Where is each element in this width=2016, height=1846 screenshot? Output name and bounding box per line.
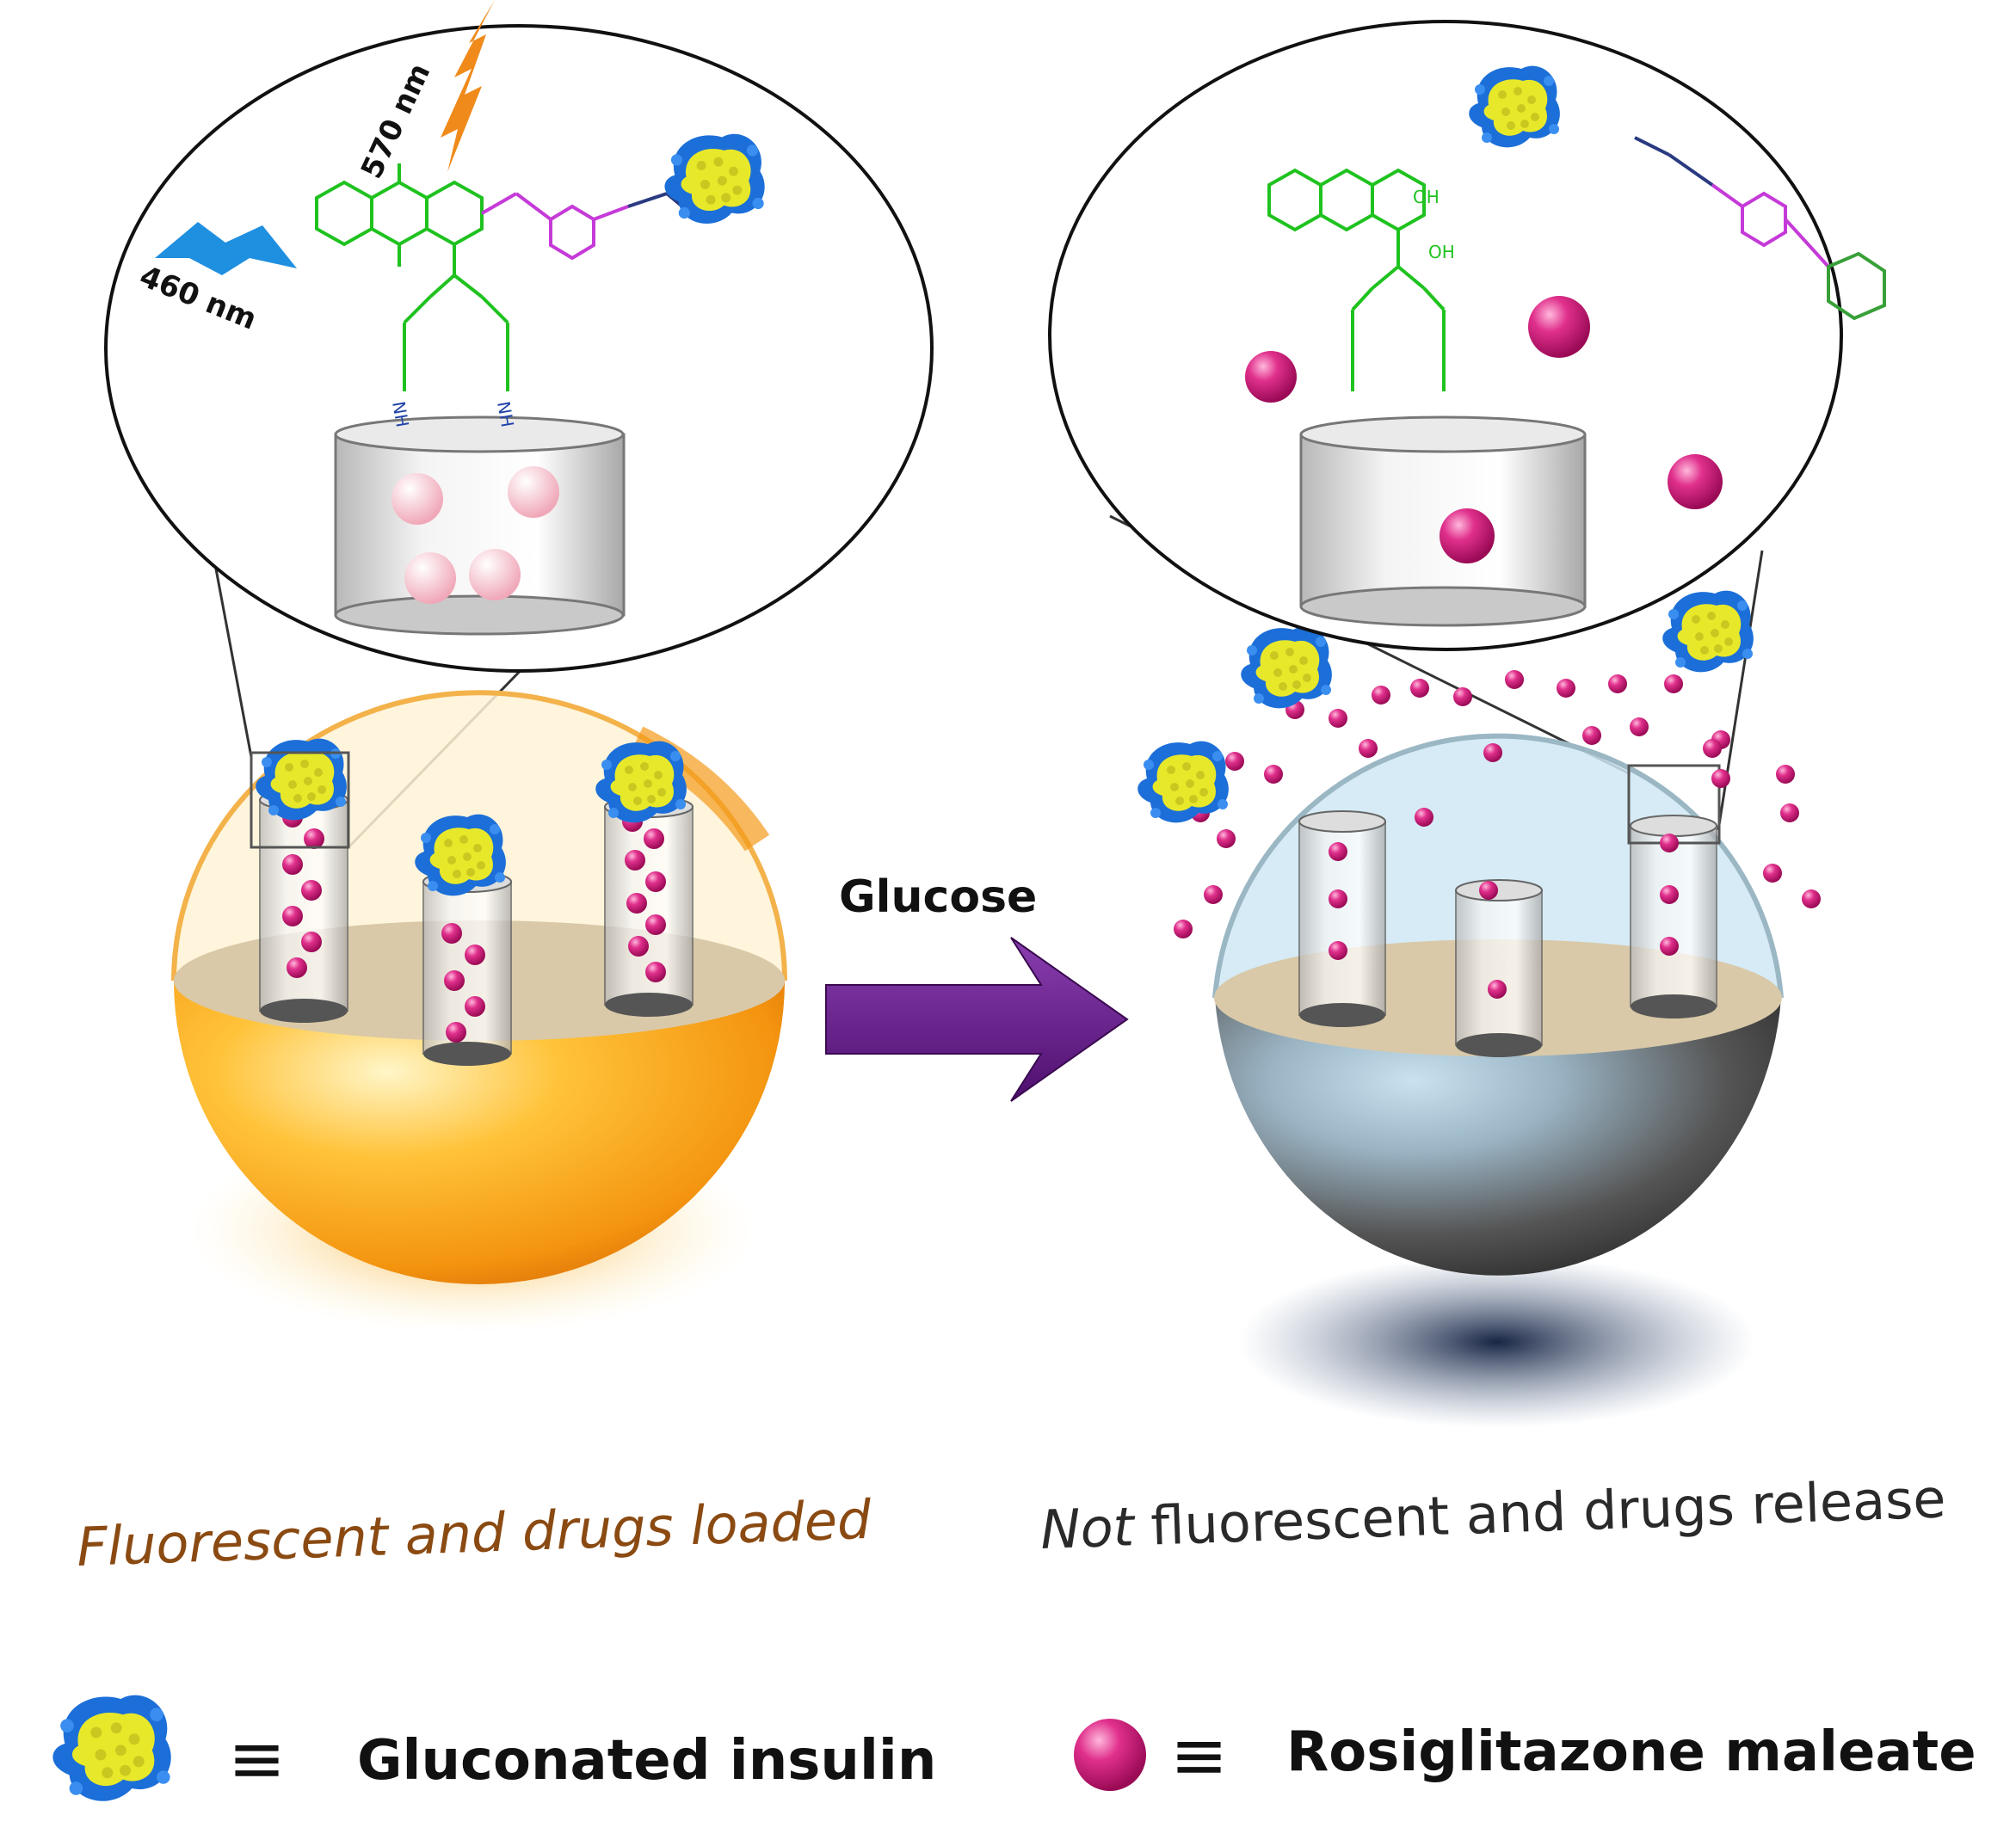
released-drug-sphere bbox=[1264, 765, 1283, 784]
loaded-drug-sphere bbox=[282, 906, 303, 926]
released-drug-sphere bbox=[1488, 980, 1507, 999]
chemical-structure-right bbox=[1267, 136, 1886, 391]
legend: ≡ Gluconated insulin ≡ Rosiglitazone mal… bbox=[52, 1695, 1976, 1801]
loaded-drug-sphere bbox=[645, 962, 666, 982]
released-drug-sphere bbox=[1608, 674, 1627, 693]
released-drug-sphere bbox=[1630, 717, 1649, 736]
legend-drug-icon bbox=[1074, 1719, 1146, 1791]
released-drug-sphere bbox=[1582, 726, 1601, 745]
released-drug-sphere bbox=[1217, 829, 1236, 848]
loaded-drug-sphere bbox=[465, 996, 485, 1017]
released-drug-sphere bbox=[1225, 752, 1244, 771]
chem-label-nh-2: NH bbox=[493, 400, 518, 429]
released-drug-sphere bbox=[1329, 709, 1347, 728]
released-drug-sphere bbox=[1329, 941, 1347, 960]
released-drug-sphere bbox=[1329, 889, 1347, 908]
released-insulin-2 bbox=[1241, 626, 1332, 709]
caption-left: Fluorescent and drugs loaded bbox=[76, 1488, 872, 1578]
drug-sphere-zoom-4 bbox=[1440, 508, 1495, 563]
right-panel: OH OH bbox=[1048, 20, 1886, 1428]
released-drug-sphere bbox=[1372, 686, 1390, 705]
released-drug-sphere bbox=[1763, 864, 1782, 883]
zoom-box-left bbox=[250, 751, 350, 849]
chem-label-nh-1: NH bbox=[388, 400, 413, 429]
legend-equiv-1: ≡ bbox=[228, 1719, 286, 1799]
container-cylinder-left bbox=[334, 415, 626, 636]
released-drug-sphere bbox=[1453, 687, 1472, 706]
dark-glow bbox=[1239, 1256, 1755, 1428]
loaded-drug-sphere bbox=[628, 936, 649, 957]
chem-label-oh-1: OH bbox=[1413, 187, 1440, 207]
legend-insulin-icon bbox=[52, 1695, 171, 1801]
loaded-drug-sphere bbox=[301, 880, 322, 901]
released-drug-sphere bbox=[1479, 881, 1498, 900]
released-drug-sphere bbox=[1204, 885, 1223, 904]
released-drug-sphere bbox=[1780, 803, 1799, 822]
svg-text:Not fluorescent and drugs rele: Not fluorescent and drugs release bbox=[1039, 1467, 1947, 1561]
drug-sphere-zoom-1 bbox=[1245, 351, 1297, 403]
released-drug-sphere bbox=[1703, 739, 1722, 758]
released-drug-sphere bbox=[1359, 739, 1378, 758]
released-drug-sphere bbox=[1660, 885, 1679, 904]
released-drug-sphere bbox=[1660, 834, 1679, 852]
glucose-label: Glucose bbox=[839, 871, 1037, 923]
legend-label-insulin: Gluconated insulin bbox=[357, 1729, 936, 1793]
released-drug-sphere bbox=[1505, 670, 1524, 689]
loaded-drug-sphere bbox=[444, 970, 465, 991]
light-bolt-orange-icon bbox=[441, 0, 495, 172]
caption-right-rest: fluorescent and drugs release bbox=[1133, 1467, 1947, 1558]
released-drug-sphere bbox=[1557, 679, 1575, 698]
pore-right-3 bbox=[1630, 815, 1717, 1018]
loaded-drug-sphere bbox=[304, 828, 324, 849]
legend-label-drug: Rosiglitazone maleate bbox=[1286, 1720, 1976, 1784]
released-drug-sphere bbox=[1483, 743, 1502, 762]
released-drug-sphere bbox=[1711, 769, 1730, 788]
released-drug-sphere bbox=[1410, 679, 1429, 698]
released-drug-sphere bbox=[1664, 674, 1683, 693]
container-cylinder-right bbox=[1299, 415, 1587, 627]
released-drug-sphere bbox=[1329, 842, 1347, 861]
loaded-drug-sphere bbox=[644, 828, 664, 849]
loaded-drug-sphere bbox=[301, 932, 322, 952]
loaded-drug-sphere bbox=[625, 850, 645, 871]
chem-label-oh-2: OH bbox=[1428, 242, 1455, 262]
released-drug-sphere bbox=[1802, 889, 1821, 908]
zoom-ellipse-right: OH OH bbox=[1048, 20, 1886, 651]
released-insulin-3 bbox=[1662, 590, 1754, 673]
caption-right-prefix: Not bbox=[1039, 1495, 1137, 1561]
drug-sphere-zoom-2 bbox=[1528, 296, 1590, 358]
loaded-drug-sphere bbox=[287, 957, 307, 978]
loaded-drug-sphere bbox=[446, 1022, 466, 1043]
released-insulin-1 bbox=[1137, 741, 1229, 823]
zoom-ellipse-left: NH NH 460 nm 570 nm bbox=[104, 0, 934, 673]
glucose-arrow: Glucose bbox=[825, 871, 1129, 1102]
loaded-drug-sphere bbox=[282, 854, 303, 875]
released-drug-sphere bbox=[1415, 808, 1433, 827]
loaded-drug-sphere bbox=[645, 914, 666, 935]
pore-left-1 bbox=[259, 789, 348, 1023]
light-bolt-blue-icon bbox=[155, 222, 297, 275]
insulin-cap-1 bbox=[256, 738, 347, 821]
pore-right-2 bbox=[1455, 879, 1543, 1057]
released-drug-sphere bbox=[1660, 937, 1679, 956]
pore-left-3 bbox=[604, 796, 694, 1017]
loaded-drug-sphere bbox=[626, 893, 647, 914]
released-drug-sphere bbox=[1174, 920, 1193, 938]
loaded-drug-sphere bbox=[441, 923, 462, 944]
loaded-drug-sphere bbox=[645, 871, 666, 892]
pore-left-2 bbox=[422, 871, 512, 1066]
loaded-drug-sphere bbox=[465, 945, 485, 965]
left-panel: NH NH 460 nm 570 nm bbox=[104, 0, 934, 1333]
released-drugs bbox=[1174, 670, 1821, 999]
legend-equiv-2: ≡ bbox=[1170, 1715, 1228, 1795]
drug-sphere-zoom-3 bbox=[1668, 454, 1723, 509]
released-drug-sphere bbox=[1776, 765, 1795, 784]
caption-right: Not fluorescent and drugs release bbox=[1039, 1467, 1947, 1561]
